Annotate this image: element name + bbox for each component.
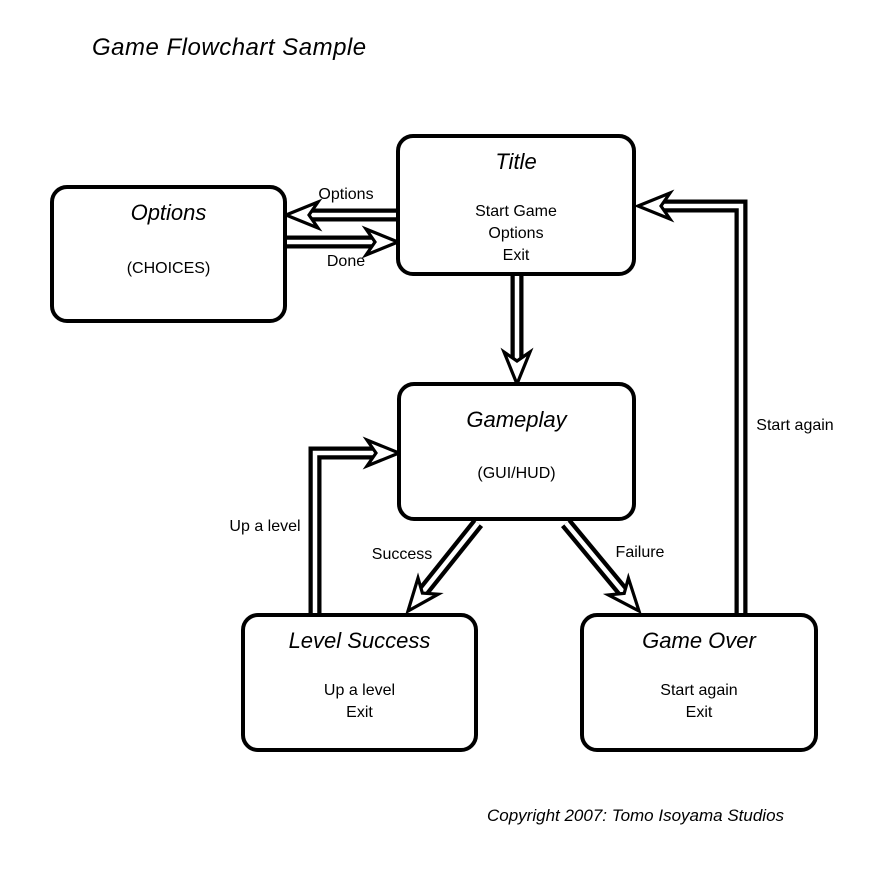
node-options: Options (CHOICES) <box>50 185 287 323</box>
copyright-text: Copyright 2007: Tomo Isoyama Studios <box>487 806 785 825</box>
node-level-success: Level Success Up a level Exit <box>241 613 478 752</box>
node-game-over-line: Start again <box>660 682 738 699</box>
arrow-level-success-to-gameplay <box>308 436 404 613</box>
node-title-line: Exit <box>502 247 530 264</box>
node-game-over-heading: Game Over <box>642 628 756 653</box>
arrowhead-right <box>361 225 403 259</box>
node-level-success-line: Exit <box>346 704 373 721</box>
edge-label-start-again: Start again <box>756 417 834 434</box>
node-title-line: Options <box>488 225 544 242</box>
node-title-heading: Title <box>495 149 537 174</box>
node-options-body: (CHOICES) <box>54 258 283 280</box>
arrowhead-down-right <box>602 572 642 615</box>
edge-label-failure: Failure <box>615 544 665 561</box>
arrow-gameplay-to-game-over <box>560 518 642 615</box>
arrow-shaft <box>661 199 748 613</box>
arrowhead-down-left <box>405 572 444 615</box>
edge-label-up-a-level: Up a level <box>229 518 301 535</box>
node-options-heading: Options <box>130 200 207 225</box>
node-title: Title Start Game Options Exit <box>396 134 636 276</box>
node-options-line: (CHOICES) <box>126 260 211 277</box>
arrowhead-right <box>362 436 404 470</box>
node-game-over: Game Over Start again Exit <box>580 613 818 752</box>
page-title: Game Flowchart Sample <box>92 34 367 61</box>
node-game-over-line: Exit <box>685 704 713 721</box>
node-gameplay: Gameplay (GUI/HUD) <box>397 382 636 521</box>
arrow-gameplay-to-level-success <box>405 518 484 615</box>
arrow-options-to-title <box>287 225 403 259</box>
arrow-title-to-gameplay <box>500 276 534 389</box>
node-level-success-body: Up a level Exit <box>245 680 474 724</box>
arrow-shaft-inner <box>312 450 376 613</box>
edge-label-done: Done <box>326 253 366 270</box>
node-game-over-body: Start again Exit <box>584 680 814 724</box>
node-gameplay-heading: Gameplay <box>466 407 567 432</box>
node-title-body: Start Game Options Exit <box>400 201 632 267</box>
edge-label-options: Options <box>318 186 374 203</box>
arrowhead-left <box>281 198 323 232</box>
node-gameplay-body: (GUI/HUD) <box>401 463 632 485</box>
arrow-title-to-options <box>281 198 396 232</box>
arrow-shaft <box>308 446 376 613</box>
node-gameplay-line: (GUI/HUD) <box>477 465 556 482</box>
node-level-success-heading: Level Success <box>288 628 431 653</box>
arrow-shaft-inner <box>661 203 744 613</box>
node-title-line: Start Game <box>475 203 557 220</box>
arrowhead-left <box>633 189 675 223</box>
node-level-success-line: Up a level <box>323 682 396 699</box>
edge-label-success: Success <box>371 546 433 563</box>
arrowhead-down <box>500 347 534 389</box>
